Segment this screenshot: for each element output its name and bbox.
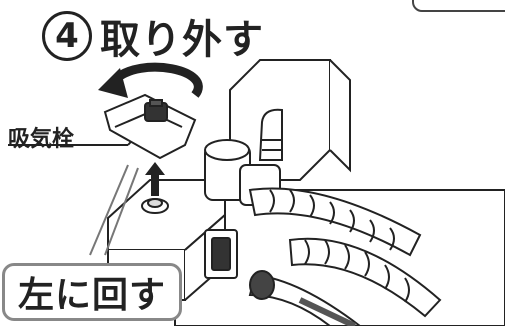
cables bbox=[89, 164, 139, 256]
hose-upright bbox=[258, 108, 283, 161]
switch-panel bbox=[204, 229, 238, 279]
part-label: 吸気栓 bbox=[8, 127, 75, 152]
step-number: 4 bbox=[55, 16, 79, 56]
intake-port bbox=[141, 198, 169, 214]
step-number-badge: 4 bbox=[42, 11, 92, 61]
hose-lower bbox=[248, 270, 362, 326]
up-arrow bbox=[145, 162, 165, 196]
hose-middle bbox=[288, 237, 442, 318]
rotate-counterclockwise-arrow bbox=[98, 62, 203, 98]
step-title: 4 取り外す bbox=[42, 6, 264, 66]
step-title-text: 取り外す bbox=[100, 17, 264, 63]
corner-badge bbox=[412, 0, 505, 12]
instruction-text: 左に回す bbox=[17, 275, 166, 316]
valve-cap bbox=[204, 139, 281, 206]
intake-plug bbox=[103, 93, 197, 160]
hose-upper bbox=[248, 187, 422, 257]
instruction-bubble: 左に回す bbox=[2, 263, 182, 321]
